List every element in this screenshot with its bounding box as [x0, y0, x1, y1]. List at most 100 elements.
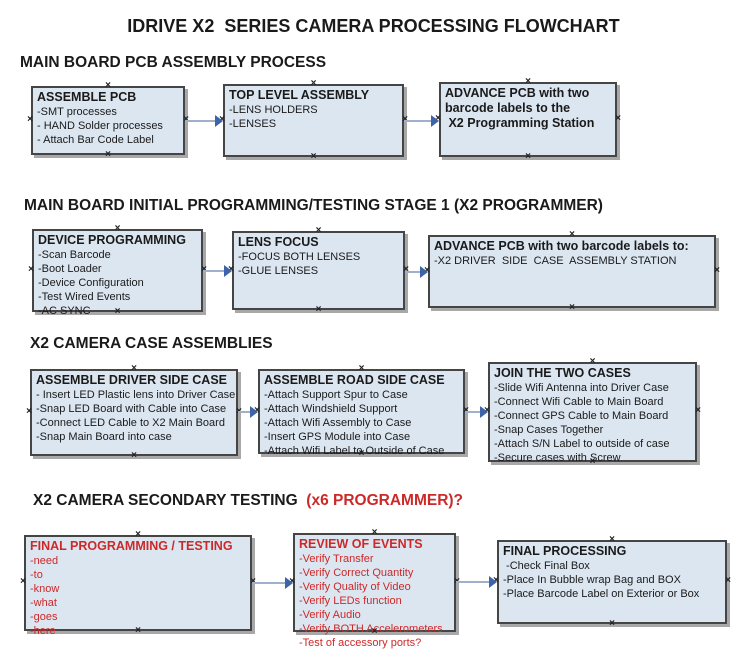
flow-connector: [456, 576, 497, 588]
flow-box-item: -AC SYNC: [38, 305, 91, 317]
flow-box-item: -Insert GPS Module into Case: [264, 431, 411, 443]
flow-box-item: -Secure cases with Screw: [494, 452, 621, 464]
flow-box-title: ASSEMBLE DRIVER SIDE CASE: [36, 373, 228, 387]
flow-box-item: -Place In Bubble wrap Bag and BOX: [503, 574, 681, 586]
flow-box-item: -Verify Correct Quantity: [299, 567, 414, 579]
flow-connector: [203, 265, 232, 277]
flow-box-item: -Snap Main Board into case: [36, 431, 172, 443]
flow-box-title: ADVANCE PCB with two barcode labels to:: [434, 239, 689, 253]
flow-box-item: -Attach S/N Label to outside of case: [494, 438, 670, 450]
flow-box-item: -need: [30, 555, 59, 567]
arrow-right-icon: [420, 266, 428, 278]
section-heading-text: X2 CAMERA SECONDARY TESTING: [33, 492, 307, 509]
flow-box-title: FINAL PROCESSING: [503, 544, 627, 558]
connection-point-icon: ×: [26, 405, 32, 417]
flow-box-item: -Check Final Box: [503, 560, 590, 572]
arrow-right-icon: [431, 115, 439, 127]
flow-box-item: -Connect Wifi Cable to Main Board: [494, 396, 664, 408]
flow-box-title: ASSEMBLE ROAD SIDE CASE: [264, 373, 445, 387]
flow-box-item: -Attach Support Spur to Case: [264, 389, 408, 401]
flow-box-item: -Snap LED Board with Cable into Case: [36, 403, 227, 415]
flow-box-item: -Attach Wifi Label to Outside of Case: [264, 445, 445, 457]
section-heading: X2 CAMERA CASE ASSEMBLIES: [30, 335, 273, 353]
flow-box-item: -to: [30, 569, 43, 581]
connection-point-icon: ×: [28, 263, 34, 275]
page-title: IDRIVE X2 SERIES CAMERA PROCESSING FLOWC…: [127, 16, 620, 36]
flow-box: JOIN THE TWO CASES -Slide Wifi Antenna in…: [484, 357, 701, 467]
section-heading: MAIN BOARD INITIAL PROGRAMMING/TESTING S…: [24, 197, 603, 215]
flow-box-title: TOP LEVEL ASSEMBLY: [229, 88, 370, 102]
flow-box-item: -Test of accessory ports?: [299, 637, 422, 649]
arrow-right-icon: [480, 406, 488, 418]
flow-box-item: -what: [30, 597, 57, 609]
connection-point-icon: ×: [725, 575, 731, 586]
flow-box-title: JOIN THE TWO CASES: [494, 366, 631, 380]
flow-box-item: - Attach Bar Code Label: [37, 134, 154, 146]
flow-box-item: -Boot Loader: [38, 263, 102, 275]
connection-point-icon: ×: [615, 112, 621, 124]
connection-point-icon: ×: [525, 151, 531, 162]
arrow-right-icon: [250, 406, 258, 418]
flow-box: ASSEMBLE DRIVER SIDE CASE- Insert LED Pl…: [26, 364, 242, 461]
flow-box-item: -know: [30, 583, 60, 595]
flow-box-item: -Attach Wifi Assembly to Case: [264, 417, 412, 429]
flow-box: ASSEMBLE ROAD SIDE CASE -Attach Support S…: [254, 364, 469, 459]
connection-point-icon: ×: [131, 450, 137, 461]
flow-box-item: -Connect GPS Cable to Main Board: [494, 410, 669, 422]
flow-box-item: -FOCUS BOTH LENSES: [238, 251, 361, 263]
flow-box-item: -Verify Audio: [299, 609, 361, 621]
flow-box: TOP LEVEL ASSEMBLY-LENS HOLDERS-LENSES××…: [219, 79, 408, 162]
connection-point-icon: ×: [569, 302, 575, 313]
flow-box: LENS FOCUS -FOCUS BOTH LENSES -GLUE LENSES…: [228, 226, 409, 315]
flow-box-item: -Verify LEDs function: [299, 595, 402, 607]
flow-box-item: -Verify BOTH Accelerometers: [299, 623, 443, 635]
connection-point-icon: ×: [714, 264, 720, 276]
flow-box-item: -Snap Cases Together: [494, 424, 604, 436]
connection-point-icon: ×: [27, 113, 33, 125]
arrow-right-icon: [224, 265, 232, 277]
flow-box-item: -here: [30, 625, 56, 637]
connection-point-icon: ×: [695, 405, 701, 416]
arrow-right-icon: [215, 115, 223, 127]
connector-line: [203, 270, 226, 272]
flow-box-item: -X2 DRIVER SIDE CASE ASSEMBLY STATION: [434, 255, 677, 267]
arrow-right-icon: [489, 576, 497, 588]
flow-box-title: FINAL PROGRAMMING / TESTING: [30, 539, 233, 553]
flow-box-item: -Scan Barcode: [38, 249, 111, 261]
flow-box-item: -LENSES: [229, 118, 277, 130]
flow-box-item: -Device Configuration: [38, 277, 144, 289]
connector-line: [456, 581, 491, 583]
flow-box-item: -Connect LED Cable to X2 Main Board: [36, 417, 225, 429]
flow-box-title: ASSEMBLE PCB: [37, 90, 137, 104]
connector-line: [238, 411, 252, 413]
flow-box-title: LENS FOCUS: [238, 235, 319, 249]
arrow-right-icon: [285, 577, 293, 589]
flow-box: ADVANCE PCB with two barcode labels to t…: [435, 77, 621, 162]
flow-box-item: -Attach Windshield Support: [264, 403, 398, 415]
flow-box: ASSEMBLE PCB-SMT processes- HAND Solder …: [27, 81, 189, 160]
flow-box-item: -GLUE LENSES: [238, 265, 319, 277]
section-heading-suffix: (x6 PROGRAMMER)?: [306, 492, 464, 509]
connection-point-icon: ×: [105, 149, 111, 160]
flow-box-item: -Slide Wifi Antenna into Driver Case: [494, 382, 669, 394]
flow-box-item: -goes: [30, 611, 58, 623]
section-heading-text: MAIN BOARD INITIAL PROGRAMMING/TESTING S…: [24, 197, 603, 214]
connection-point-icon: ×: [315, 304, 322, 315]
connector-line: [252, 582, 287, 584]
section-heading-text: X2 CAMERA CASE ASSEMBLIES: [30, 335, 273, 352]
flow-box-title: DEVICE PROGRAMMING: [38, 233, 186, 247]
connection-point-icon: ×: [20, 576, 26, 587]
flow-box-item: -Place Barcode Label on Exterior or Box: [503, 588, 700, 600]
section-heading-text: MAIN BOARD PCB ASSEMBLY PROCESS: [20, 54, 327, 71]
flow-box-item: -Test Wired Events: [38, 291, 131, 303]
section-heading: MAIN BOARD PCB ASSEMBLY PROCESS: [20, 54, 326, 72]
connection-point-icon: ×: [609, 618, 615, 629]
connector-line: [185, 120, 217, 122]
flow-box-item: -SMT processes: [37, 106, 117, 118]
flow-connector: [405, 266, 428, 278]
flow-connector: [252, 577, 293, 589]
flow-connector: [404, 115, 439, 127]
flow-box-title: REVIEW OF EVENTS: [299, 537, 423, 551]
flow-connector: [185, 115, 223, 127]
